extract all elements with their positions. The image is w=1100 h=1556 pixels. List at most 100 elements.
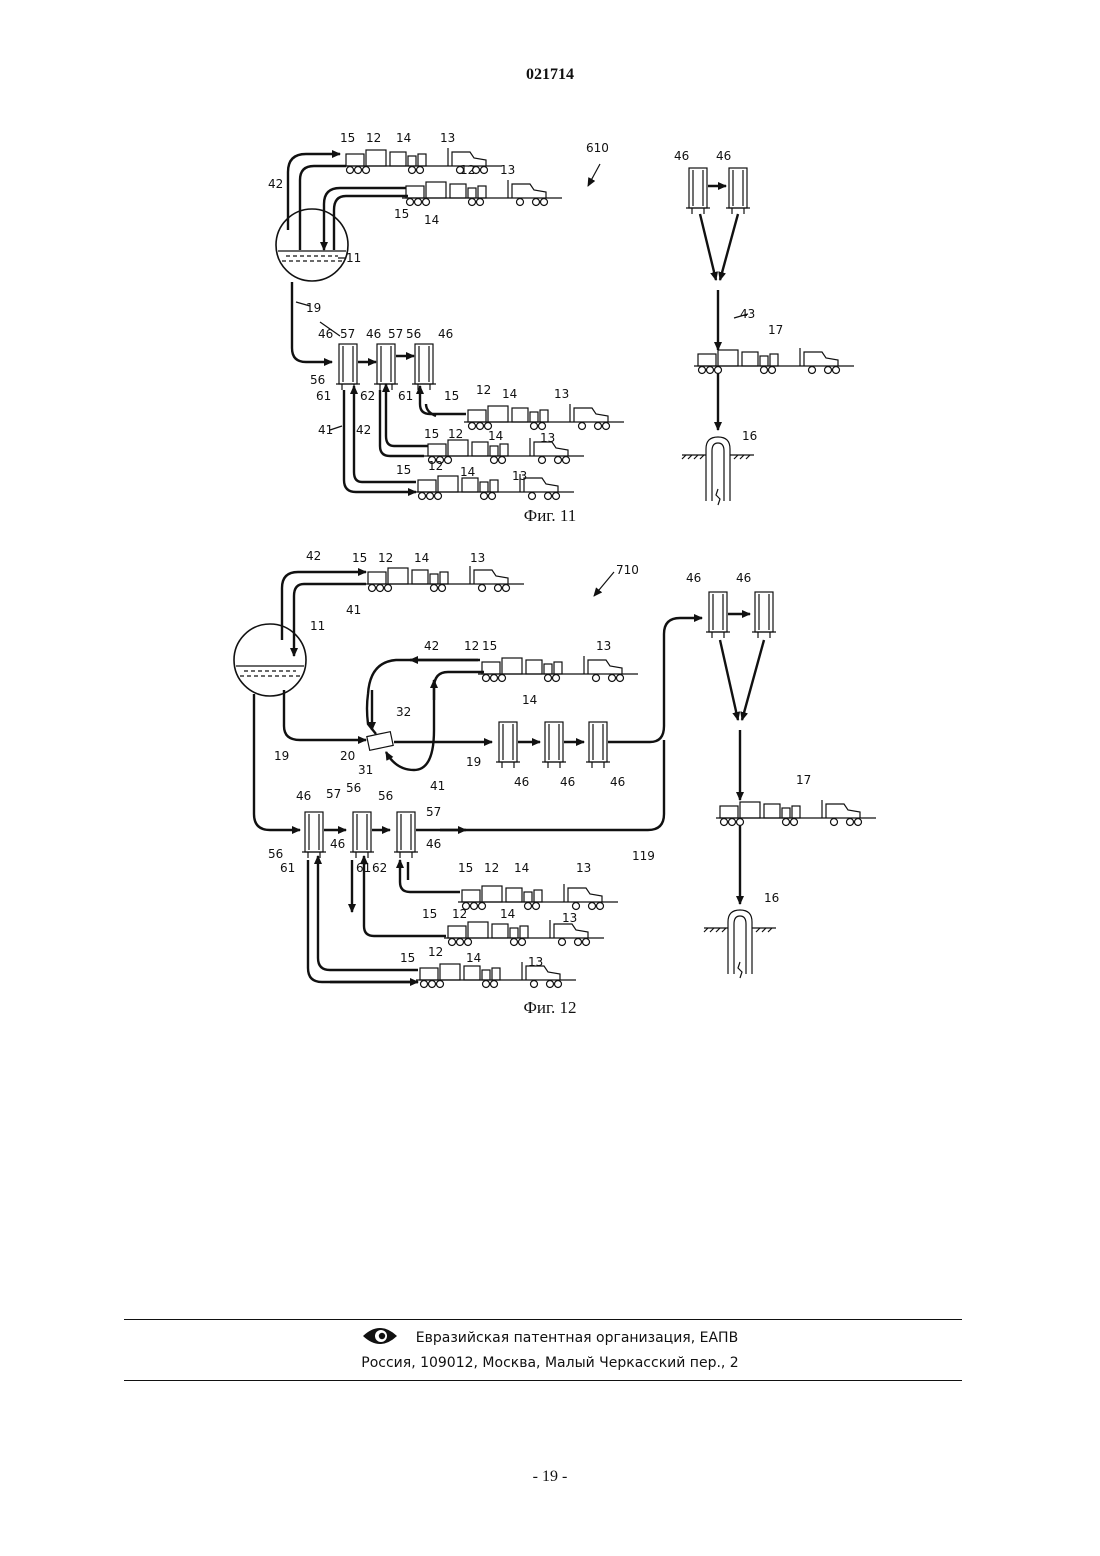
svg-text:12: 12	[464, 639, 479, 653]
svg-text:56: 56	[310, 373, 325, 387]
svg-text:57: 57	[340, 327, 355, 341]
svg-text:15: 15	[422, 907, 437, 921]
svg-text:16: 16	[742, 429, 757, 443]
svg-text:15: 15	[444, 389, 459, 403]
svg-text:56: 56	[378, 789, 393, 803]
svg-text:42: 42	[356, 423, 371, 437]
svg-text:17: 17	[796, 773, 811, 787]
eapo-eye-logo-icon	[362, 1326, 398, 1350]
svg-text:61: 61	[316, 389, 331, 403]
patent-drawings: 610 11 19 42 41 42 43 17 16 46 57 56 61 …	[0, 0, 1100, 1100]
svg-text:15: 15	[482, 639, 497, 653]
svg-text:41: 41	[346, 603, 361, 617]
svg-text:14: 14	[466, 951, 481, 965]
svg-text:19: 19	[466, 755, 481, 769]
svg-text:61: 61	[280, 861, 295, 875]
svg-text:46: 46	[674, 149, 689, 163]
svg-text:15: 15	[458, 861, 473, 875]
svg-text:56: 56	[406, 327, 421, 341]
svg-text:57: 57	[426, 805, 441, 819]
svg-text:15: 15	[400, 951, 415, 965]
svg-text:14: 14	[500, 907, 515, 921]
footer-organization: Евразийская патентная организация, ЕАПВ	[0, 1326, 1100, 1350]
svg-text:14: 14	[514, 861, 529, 875]
svg-text:14: 14	[396, 131, 411, 145]
svg-text:13: 13	[512, 469, 527, 483]
svg-text:13: 13	[440, 131, 455, 145]
svg-text:13: 13	[540, 431, 555, 445]
footer-top-rule	[124, 1319, 962, 1320]
figure-12-caption: Фиг. 12	[450, 998, 650, 1018]
svg-text:14: 14	[488, 429, 503, 443]
svg-text:17: 17	[768, 323, 783, 337]
svg-text:46: 46	[438, 327, 453, 341]
svg-text:15: 15	[340, 131, 355, 145]
svg-text:43: 43	[740, 307, 755, 321]
svg-text:41: 41	[430, 779, 445, 793]
svg-text:32: 32	[396, 705, 411, 719]
svg-text:15: 15	[352, 551, 367, 565]
svg-text:15: 15	[424, 427, 439, 441]
svg-text:61: 61	[398, 389, 413, 403]
svg-text:46: 46	[366, 327, 381, 341]
svg-text:46: 46	[686, 571, 701, 585]
svg-text:15: 15	[396, 463, 411, 477]
svg-text:12: 12	[378, 551, 393, 565]
svg-text:119: 119	[632, 849, 655, 863]
svg-text:62: 62	[372, 861, 387, 875]
page-number: - 19 -	[0, 1468, 1100, 1486]
svg-text:46: 46	[426, 837, 441, 851]
svg-text:12: 12	[476, 383, 491, 397]
svg-text:20: 20	[340, 749, 355, 763]
svg-text:13: 13	[562, 911, 577, 925]
svg-text:13: 13	[528, 955, 543, 969]
organization-name: Евразийская патентная организация, ЕАПВ	[416, 1330, 738, 1346]
svg-text:12: 12	[452, 907, 467, 921]
svg-text:14: 14	[414, 551, 429, 565]
svg-text:42: 42	[268, 177, 283, 191]
svg-text:46: 46	[514, 775, 529, 789]
footer-address: Россия, 109012, Москва, Малый Черкасский…	[0, 1355, 1100, 1371]
svg-text:14: 14	[460, 465, 475, 479]
svg-text:14: 14	[502, 387, 517, 401]
svg-text:62: 62	[360, 389, 375, 403]
svg-text:46: 46	[736, 571, 751, 585]
svg-text:46: 46	[716, 149, 731, 163]
svg-text:12: 12	[428, 459, 443, 473]
svg-text:13: 13	[596, 639, 611, 653]
svg-text:61: 61	[356, 861, 371, 875]
svg-text:46: 46	[610, 775, 625, 789]
svg-text:46: 46	[318, 327, 333, 341]
svg-text:42: 42	[306, 549, 321, 563]
svg-text:14: 14	[522, 693, 537, 707]
svg-text:12: 12	[366, 131, 381, 145]
svg-text:46: 46	[560, 775, 575, 789]
svg-text:56: 56	[346, 781, 361, 795]
svg-text:12: 12	[428, 945, 443, 959]
svg-text:19: 19	[274, 749, 289, 763]
svg-text:46: 46	[296, 789, 311, 803]
svg-text:19: 19	[306, 301, 321, 315]
svg-text:57: 57	[326, 787, 341, 801]
svg-text:16: 16	[764, 891, 779, 905]
svg-text:46: 46	[330, 837, 345, 851]
svg-text:42: 42	[424, 639, 439, 653]
svg-text:11: 11	[310, 619, 325, 633]
figure-11-caption: Фиг. 11	[450, 506, 650, 526]
svg-text:57: 57	[388, 327, 403, 341]
svg-text:15: 15	[394, 207, 409, 221]
svg-text:13: 13	[576, 861, 591, 875]
svg-text:41: 41	[318, 423, 333, 437]
footer-bottom-rule	[124, 1380, 962, 1381]
svg-text:13: 13	[470, 551, 485, 565]
figure-12-drawing	[234, 566, 876, 988]
svg-text:31: 31	[358, 763, 373, 777]
svg-text:610: 610	[586, 141, 609, 155]
svg-text:14: 14	[424, 213, 439, 227]
svg-text:13: 13	[554, 387, 569, 401]
svg-text:56: 56	[268, 847, 283, 861]
svg-text:11: 11	[346, 251, 361, 265]
svg-text:12: 12	[460, 163, 475, 177]
svg-text:710: 710	[616, 563, 639, 577]
